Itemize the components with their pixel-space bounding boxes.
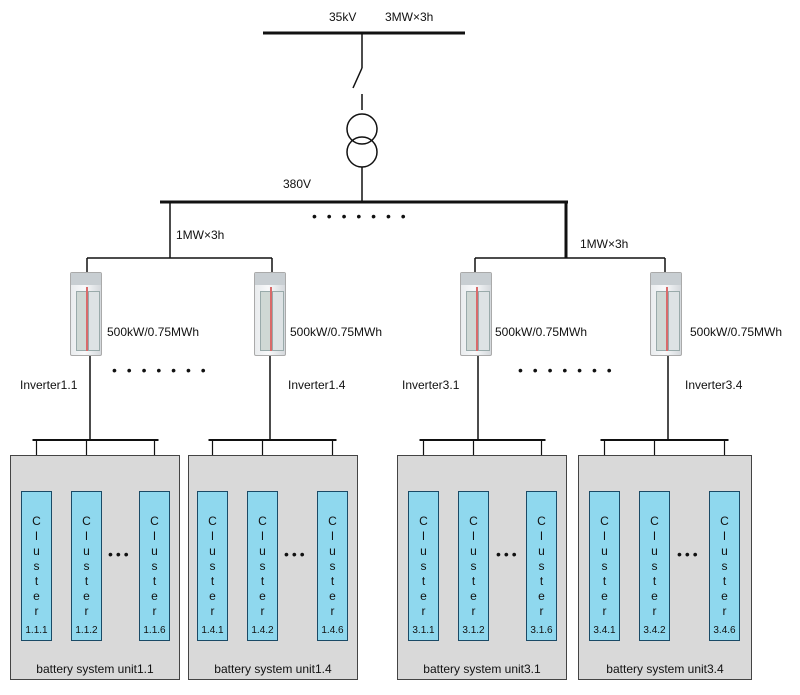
inverter-rating: 500kW/0.75MWh <box>290 325 383 339</box>
total-rating-label: 3MW×3h <box>385 10 434 24</box>
lv-voltage-label: 380V <box>283 177 312 191</box>
transformer-winding-2 <box>346 136 378 168</box>
transformer-winding-1 <box>346 113 378 145</box>
cluster-number: 1.1.1 <box>25 625 48 636</box>
inverter-name: Inverter1.1 <box>20 378 78 392</box>
cluster-number: 1.1.2 <box>75 625 98 636</box>
inverter-rating: 500kW/0.75MWh <box>495 325 588 339</box>
cluster-ellipsis: ••• <box>108 546 132 562</box>
cluster-number: 3.4.2 <box>643 625 666 636</box>
group-rating-1: 1MW×3h <box>176 228 225 242</box>
hv-switch <box>352 67 363 89</box>
cluster-number: 1.4.1 <box>201 625 224 636</box>
cluster-number: 1.4.2 <box>251 625 274 636</box>
hv-voltage-label: 35kV <box>329 10 357 24</box>
cluster-number: 3.1.6 <box>530 625 553 636</box>
inverter-name: Inverter3.1 <box>402 378 460 392</box>
inverter-name: Inverter3.4 <box>685 378 743 392</box>
cluster-number: 3.1.1 <box>412 625 435 636</box>
inverter-cabinet-icon <box>70 272 102 356</box>
cluster-ellipsis: ••• <box>496 546 520 562</box>
inverter-cabinet-icon <box>650 272 682 356</box>
cluster-ellipsis: ••• <box>284 546 308 562</box>
cluster-ellipsis: ••• <box>677 546 701 562</box>
inverter-ellipsis: • • • • • • • <box>518 362 615 378</box>
cluster-number: 1.1.6 <box>143 625 166 636</box>
cluster-number: 3.4.1 <box>593 625 616 636</box>
lv-bus-ellipsis: • • • • • • • <box>312 208 409 224</box>
battery-unit-label: battery system unit3.4 <box>606 662 724 676</box>
inverter-ellipsis: • • • • • • • <box>112 362 209 378</box>
cluster-number: 1.4.6 <box>321 625 344 636</box>
cluster-number: 3.4.6 <box>713 625 736 636</box>
battery-unit-label: battery system unit1.4 <box>214 662 332 676</box>
group-rating-3: 1MW×3h <box>580 237 629 251</box>
inverter-name: Inverter1.4 <box>288 378 346 392</box>
inverter-rating: 500kW/0.75MWh <box>690 325 783 339</box>
battery-unit-label: battery system unit1.1 <box>36 662 154 676</box>
inverter-cabinet-icon <box>254 272 286 356</box>
inverter-rating: 500kW/0.75MWh <box>107 325 200 339</box>
cluster-number: 3.1.2 <box>462 625 485 636</box>
inverter-cabinet-icon <box>460 272 492 356</box>
battery-unit-label: battery system unit3.1 <box>423 662 541 676</box>
